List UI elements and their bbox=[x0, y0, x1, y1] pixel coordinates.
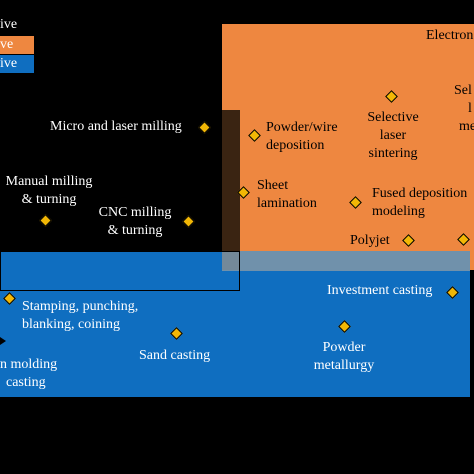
micro-laser-milling-label: Micro and laser milling bbox=[50, 119, 182, 134]
selective-laser-melting-label: Sel l me bbox=[454, 83, 474, 134]
polyjet-label: Polyjet bbox=[350, 233, 390, 248]
legend-label-formative: ive bbox=[0, 56, 18, 71]
arrow-pointer-icon bbox=[0, 337, 6, 345]
additive-region bbox=[222, 24, 474, 270]
legend-swatch-formative bbox=[0, 55, 34, 73]
formative-region bbox=[0, 251, 470, 397]
legend-swatch-additive bbox=[0, 36, 34, 54]
region-boundary-strip bbox=[222, 110, 240, 270]
stamping-label: Stamping, punching,blanking, coining bbox=[22, 299, 139, 332]
cnc-milling-label: CNC milling& turning bbox=[98, 205, 172, 238]
selective-laser-sintering-label: Selective laser sintering bbox=[367, 110, 419, 161]
legend-label-additive: ve bbox=[0, 37, 14, 52]
micro-laser-milling-marker bbox=[198, 121, 211, 134]
electron-label: Electron bbox=[426, 28, 474, 43]
legend-label-subtractive: ive bbox=[0, 17, 18, 32]
manual-milling-label: Manual milling& turning bbox=[5, 174, 93, 207]
sand-casting-label: Sand casting bbox=[139, 348, 211, 363]
investment-casting-label: Investment casting bbox=[327, 283, 433, 298]
subtractive-region-edge bbox=[0, 251, 240, 291]
region-overlap-band bbox=[222, 251, 470, 271]
cnc-milling-marker bbox=[182, 215, 195, 228]
manual-milling-marker bbox=[39, 214, 52, 227]
